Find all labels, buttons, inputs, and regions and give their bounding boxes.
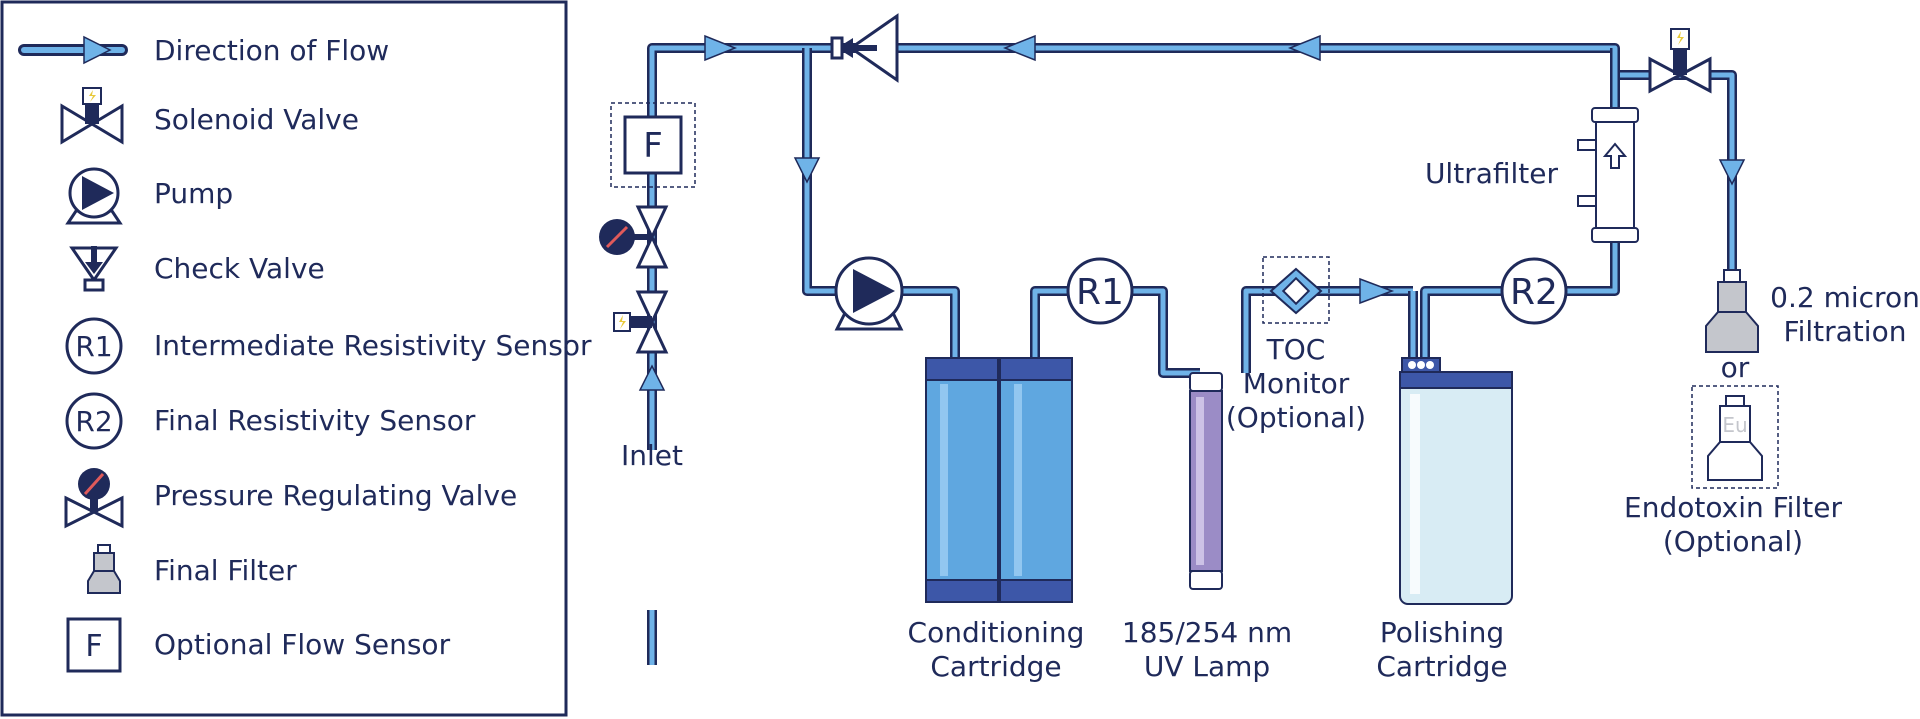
r1-icon-text: R1 [75,330,112,363]
toc-monitor: TOC Monitor (Optional) [1226,256,1366,434]
flow-sensor-text: F [643,126,663,166]
flow-sensor-icon-text: F [85,629,102,664]
legend-label-r1: Intermediate Resistivity Sensor [154,329,592,362]
r1-sensor-icon: R1 [65,317,123,375]
legend-label-final-filter: Final Filter [154,554,297,587]
arrow-up-icon [1602,142,1628,169]
flow-arrow-icon [638,364,666,391]
ultrafilter-label: Ultrafilter [1425,157,1559,190]
toc-dashed-box [1262,256,1330,324]
polishing-label-1: Polishing [1380,616,1504,649]
micron-label-1: 0.2 micron [1770,281,1920,314]
r2-icon-text: R2 [75,405,112,438]
flow-arrow-icon [1287,34,1321,62]
ultrafilter: Ultrafilter [1425,107,1639,243]
pressure-regulating-valve [599,205,669,269]
endotoxin-label-1: Endotoxin Filter [1624,491,1842,524]
r1-sensor: R1 [1066,257,1134,325]
legend-label-solenoid: Solenoid Valve [154,103,359,136]
r2-sensor: R2 [1500,257,1568,325]
polishing-cartridge: Polishing Cartridge [1376,357,1513,683]
flow-sensor [623,115,683,175]
uv-lamp: 185/254 nm UV Lamp [1122,372,1292,683]
flow-arrow-icon [1359,277,1395,305]
final-filter: 0.2 micron Filtration or [1705,269,1920,384]
conditioning-label-2: Cartridge [930,650,1061,683]
pump-icon [65,167,123,225]
r1-sensor-text: R1 [1076,272,1124,313]
flow-arrows [638,34,1746,391]
flow-arrow-icon [793,157,821,184]
legend: Direction of Flow Solenoid Valve Pump Ch… [0,0,592,717]
legend-label-prv: Pressure Regulating Valve [154,479,517,512]
inlet-section: F Inlet [599,102,696,472]
r2-sensor-text: R2 [1510,272,1558,313]
flow-arrow-icon [18,35,128,65]
endotoxin-mark: Eu [1722,413,1747,437]
flow-arrow-icon [1002,34,1036,62]
micron-label-2: Filtration [1784,315,1907,348]
toc-label-3: (Optional) [1226,401,1366,434]
pump [834,256,904,331]
conditioning-label-1: Conditioning [908,616,1085,649]
uv-label-2: UV Lamp [1144,650,1270,683]
legend-label-flow: Direction of Flow [154,34,389,67]
check-valve-icon [69,246,119,292]
uv-label-1: 185/254 nm [1122,616,1292,649]
flow-arrow-icon [704,34,738,62]
legend-label-check-valve: Check Valve [154,252,325,285]
r2-sensor-icon: R2 [65,392,123,450]
check-valve [830,13,899,83]
or-label: or [1721,351,1750,384]
solenoid-valve-icon [60,87,124,145]
toc-label-2: Monitor [1243,367,1350,400]
polishing-label-2: Cartridge [1376,650,1507,683]
endotoxin-dashed-box [1691,385,1779,489]
flow-arrow-icon [1718,159,1746,186]
final-filter-icon [87,544,121,594]
solenoid-valve-outlet [1648,28,1712,94]
legend-label-r2: Final Resistivity Sensor [154,404,476,437]
pressure-regulating-valve-icon [64,468,124,529]
toc-label-1: TOC [1266,333,1326,366]
legend-label-pump: Pump [154,177,233,210]
solenoid-valve-inlet [613,290,669,354]
legend-label-flow-sensor: Optional Flow Sensor [154,628,451,661]
endotoxin-filter: Eu Endotoxin Filter (Optional) [1624,385,1842,558]
conditioning-cartridge: Conditioning Cartridge [908,357,1085,683]
flow-sensor-dashed-box [610,102,696,188]
flow-sensor-icon: F [66,617,122,673]
inlet-label: Inlet [621,439,683,472]
endotoxin-label-2: (Optional) [1663,525,1803,558]
